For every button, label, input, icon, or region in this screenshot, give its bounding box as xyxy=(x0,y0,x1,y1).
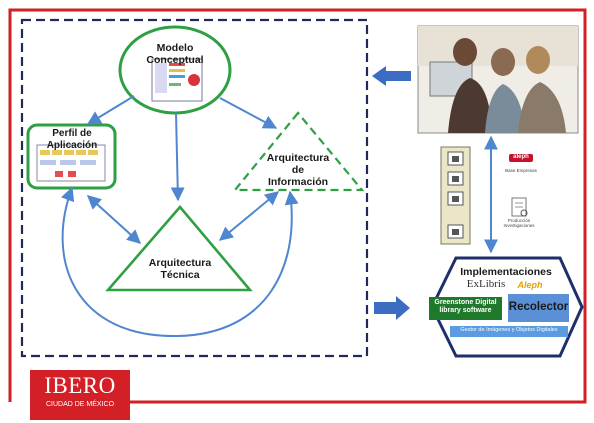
modelo-conceptual-label: Modelo Conceptual xyxy=(146,42,204,67)
icon-strip xyxy=(440,146,471,245)
recolector-label: Recolector xyxy=(508,301,569,313)
perfil-aplicacion-label: Perfil de Aplicación xyxy=(46,128,98,151)
greenstone-line-1: Greenstone Digital xyxy=(434,299,497,306)
doc-caption: Producción Investigaciones xyxy=(498,218,540,228)
block-arrow-right xyxy=(374,296,410,320)
document-icon xyxy=(511,197,528,217)
team-photo xyxy=(417,25,579,134)
ibero-logo-subtitle: CIUDAD DE MÉXICO xyxy=(45,401,115,408)
greenstone-line-2: library software xyxy=(439,307,492,315)
gestor-label: Gestor de Imágenes y Objetos Digitales xyxy=(460,327,558,333)
aleph-badge-bg xyxy=(509,154,533,162)
block-arrow-left xyxy=(372,66,411,86)
recolector-box xyxy=(508,294,569,322)
dashed-box xyxy=(20,18,369,358)
arquitectura-informacion-label: Arquitectura de Información xyxy=(250,152,346,188)
aleph-caption: Base Empresas xyxy=(505,168,537,173)
ibero-logo: IBERO CIUDAD DE MÉXICO xyxy=(30,370,130,420)
arrow-loop xyxy=(61,186,299,338)
arquitectura-tecnica-label: Arquitectura Técnica xyxy=(130,257,230,281)
perfil-thumbnail xyxy=(36,144,106,182)
arrow-tecnica-informacion xyxy=(218,191,280,241)
arq-info-line-3: Información xyxy=(267,176,329,189)
aleph-badge-text: aleph xyxy=(513,154,529,160)
arq-info-line-1: Arquitectura xyxy=(266,152,330,164)
implementaciones-title: Implementaciones xyxy=(460,266,552,278)
arq-info-line-2: de xyxy=(291,164,305,177)
exlibris-logo: ExLibris xyxy=(466,278,506,290)
arquitectura-tecnica-triangle xyxy=(105,205,253,292)
arq-tec-line-1: Arquitectura xyxy=(148,257,212,269)
greenstone-label: Greenstone Digital library software xyxy=(429,299,502,315)
doc-caption-line-1: Producción xyxy=(507,218,531,223)
gestor-box xyxy=(450,326,568,337)
ibero-logo-text: IBERO xyxy=(44,373,116,398)
red-frame xyxy=(8,8,587,404)
arq-tec-line-2: Técnica xyxy=(160,269,200,282)
arrow-modelo-tecnica xyxy=(170,112,185,202)
modelo-thumbnail xyxy=(151,58,203,102)
arrow-perfil-tecnica xyxy=(86,195,142,244)
doc-caption-line-2: Investigaciones xyxy=(503,223,535,229)
greenstone-box xyxy=(429,297,502,320)
arrow-modelo-perfil xyxy=(86,95,135,125)
arrow-modelo-informacion xyxy=(219,97,278,129)
aleph-logo: Aleph xyxy=(517,280,543,290)
